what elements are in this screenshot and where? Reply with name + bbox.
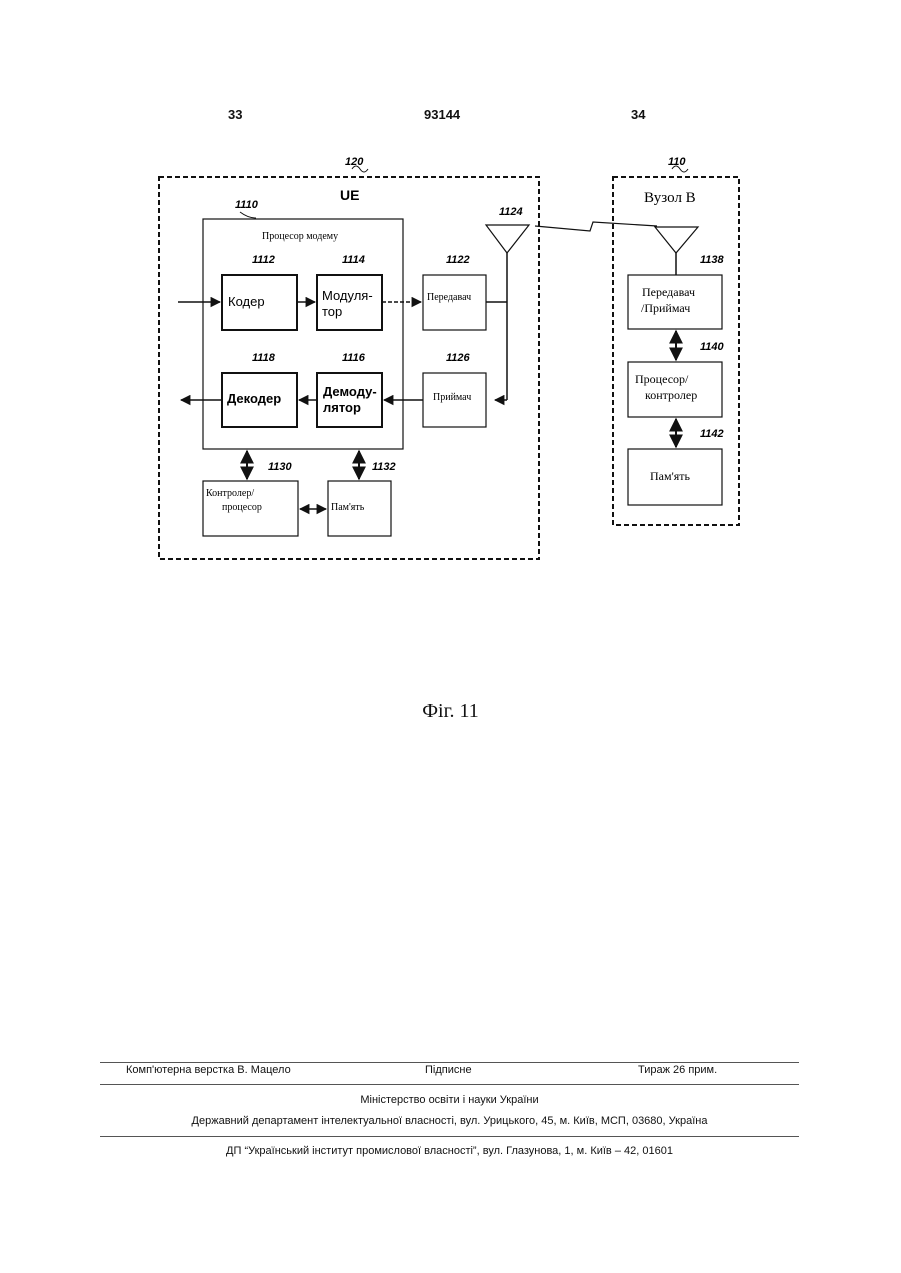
nodeb-antenna-icon: [655, 227, 698, 253]
modem-processor-box: [203, 219, 403, 449]
figure-caption: Фіг. 11: [0, 700, 901, 723]
nodeb-title: Вузол В: [644, 190, 696, 206]
footer-signed: Підписне: [425, 1064, 472, 1076]
footer-department: Державний департамент інтелектуальної вл…: [100, 1115, 799, 1127]
modem-ref-leader: [240, 212, 256, 218]
nodeb-transceiver-label-line1: Передавач: [642, 285, 695, 299]
footer-circulation: Тираж 26 прим.: [638, 1064, 717, 1076]
controller-ref: 1130: [268, 461, 293, 473]
controller-label-line1: Контролер/: [206, 488, 254, 499]
ue-antenna-icon: [486, 225, 529, 253]
footer-rule-top: [100, 1062, 799, 1063]
nodeb-memory-ref: 1142: [700, 428, 724, 440]
modem-processor-label: Процесор модему: [262, 231, 338, 242]
demodulator-label-line1: Демоду-: [323, 384, 377, 399]
modem-processor-ref: 1110: [235, 199, 259, 211]
nodeb-processor-label-line2: контролер: [645, 388, 697, 402]
demodulator-ref: 1116: [342, 352, 366, 364]
nodeb-processor-ref: 1140: [700, 341, 725, 353]
ue-memory-label: Пам'ять: [331, 502, 365, 513]
nodeb-transceiver-label-line2: /Приймач: [641, 301, 690, 315]
footer-rule-bottom: [100, 1136, 799, 1137]
encoder-label: Кодер: [228, 294, 265, 309]
decoder-ref: 1118: [252, 352, 276, 364]
decoder-label: Декодер: [227, 391, 281, 406]
wireless-link: [535, 222, 657, 231]
footer-institute: ДП “Український інститут промислової вла…: [100, 1145, 799, 1157]
demodulator-label-line2: лятор: [323, 400, 361, 415]
footer-ministry: Міністерство освіти і науки України: [100, 1094, 799, 1106]
modulator-label-line1: Модуля-: [322, 288, 373, 303]
footer-layout: Комп'ютерна верстка В. Мацело: [126, 1064, 291, 1076]
nodeb-processor-label-line1: Процесор/: [635, 372, 689, 386]
footer-rule-middle: [100, 1084, 799, 1085]
ue-title: UE: [340, 187, 359, 203]
encoder-ref: 1112: [252, 254, 275, 266]
transmitter-ref: 1122: [446, 254, 470, 266]
controller-label-line2: процесор: [222, 502, 262, 513]
nodeb-transceiver-ref: 1138: [700, 254, 725, 266]
block-diagram: 120 UE 1110 Процесор модему 1112 Кодер 1…: [0, 0, 901, 640]
nodeb-memory-label: Пам'ять: [650, 469, 691, 483]
transmitter-label: Передавач: [427, 292, 471, 303]
footer-row-1: Комп'ютерна верстка В. Мацело Підписне Т…: [100, 1064, 799, 1080]
modulator-ref: 1114: [342, 254, 365, 266]
receiver-ref: 1126: [446, 352, 471, 364]
ue-ref: 120: [345, 156, 364, 168]
ue-memory-ref: 1132: [372, 461, 396, 473]
modulator-label-line2: тор: [322, 304, 342, 319]
receiver-label: Приймач: [433, 392, 471, 403]
ue-antenna-ref: 1124: [499, 206, 523, 218]
